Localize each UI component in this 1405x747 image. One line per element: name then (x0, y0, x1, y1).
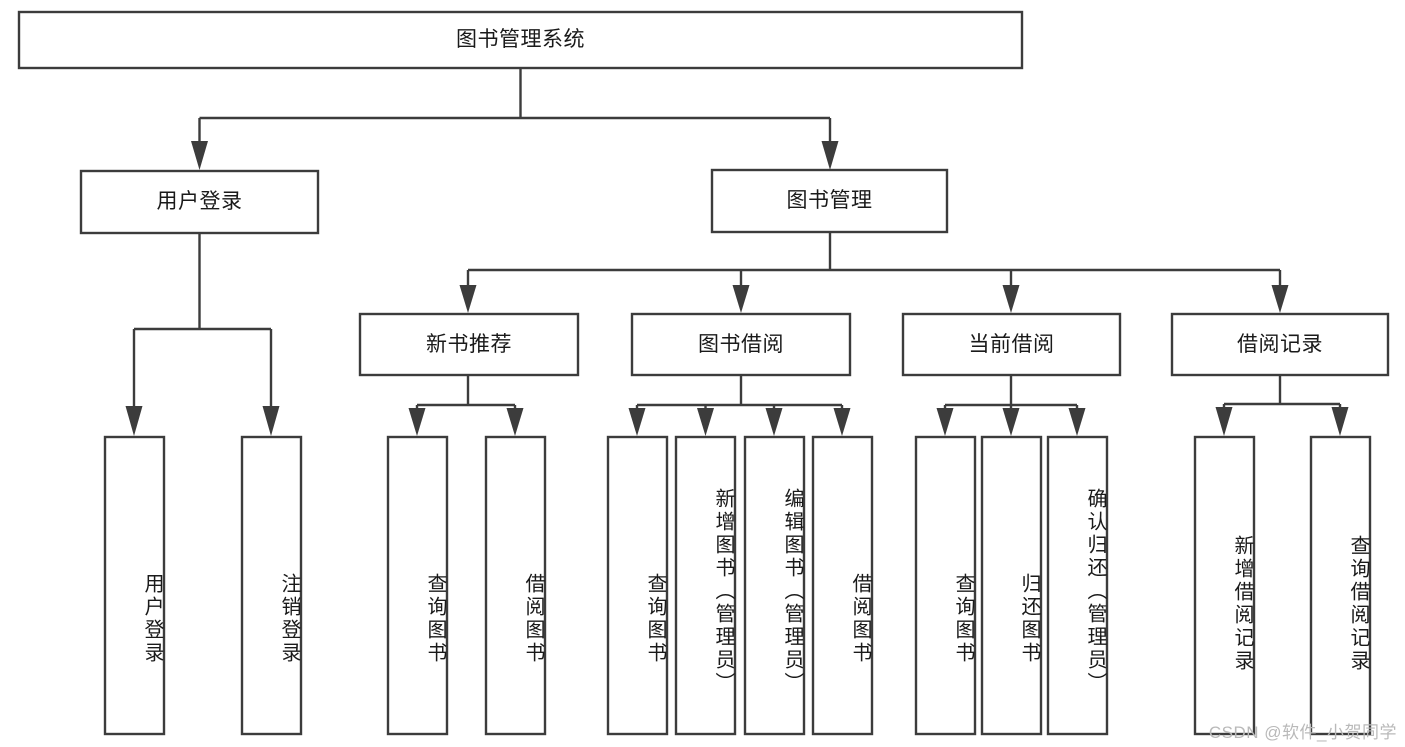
node-box-leaf-user-login[interactable] (103, 435, 166, 736)
edge-root-to-level2 (191, 68, 839, 170)
node-box-leaf-query-book-3[interactable] (914, 435, 977, 736)
node-box-book-manage[interactable] (710, 168, 949, 234)
node-box-borrow-record[interactable] (1170, 312, 1390, 377)
node-box-leaf-borrow-book-2[interactable] (811, 435, 874, 736)
node-box-leaf-query-book-1[interactable] (386, 435, 449, 736)
node-box-leaf-confirm-return[interactable] (1046, 435, 1109, 736)
node-box-leaf-logout[interactable] (240, 435, 303, 736)
edge-bookborrow-to-leaves (628, 375, 851, 436)
node-box-book-borrow[interactable] (630, 312, 852, 377)
node-box-leaf-borrow-book-1[interactable] (484, 435, 547, 736)
node-box-leaf-query-record[interactable] (1309, 435, 1372, 736)
node-box-new-book-rec[interactable] (358, 312, 580, 377)
csdn-watermark: CSDN @软件_小贺同学 (1208, 723, 1397, 742)
node-box-leaf-edit-book[interactable] (743, 435, 806, 736)
node-box-current-borrow[interactable] (901, 312, 1122, 377)
node-box-leaf-add-record[interactable] (1193, 435, 1256, 736)
edge-currentborrow-to-leaves (936, 375, 1086, 436)
edge-userlogin-to-leaves (125, 233, 280, 436)
node-box-leaf-query-book-2[interactable] (606, 435, 669, 736)
node-box-leaf-add-book[interactable] (674, 435, 737, 736)
edge-newbookrec-to-leaves (408, 375, 524, 436)
node-box-root[interactable] (17, 10, 1024, 70)
node-box-user-login[interactable] (79, 169, 320, 235)
edge-bookmanage-to-level3 (459, 232, 1289, 313)
node-box-leaf-return-book[interactable] (980, 435, 1043, 736)
edge-borrowrecord-to-leaves (1215, 375, 1349, 436)
